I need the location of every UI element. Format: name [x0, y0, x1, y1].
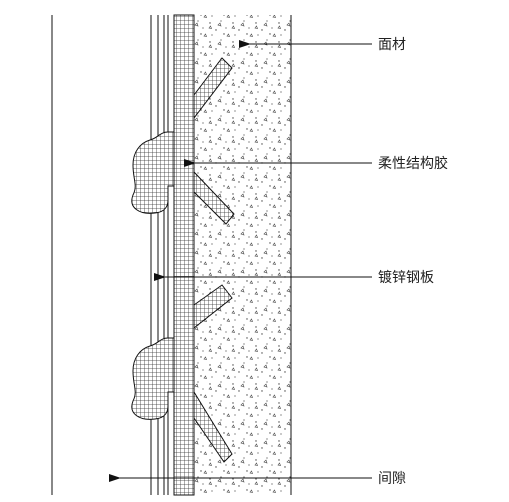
glue-arm-lower-bottom — [193, 390, 233, 463]
label-glue: 柔性结构胶 — [378, 155, 448, 172]
label-gap: 间隙 — [378, 471, 406, 487]
label-steel: 镀锌钢板 — [378, 269, 434, 286]
glue-arm-upper-top — [193, 57, 233, 120]
glue-arm-lower-top — [193, 284, 233, 330]
glue-column — [173, 14, 195, 496]
glue-arm-upper-bottom — [193, 170, 235, 225]
glue-blob-upper — [131, 131, 175, 214]
label-facing: 面材 — [378, 37, 406, 53]
glue-blob-lower — [131, 337, 175, 420]
